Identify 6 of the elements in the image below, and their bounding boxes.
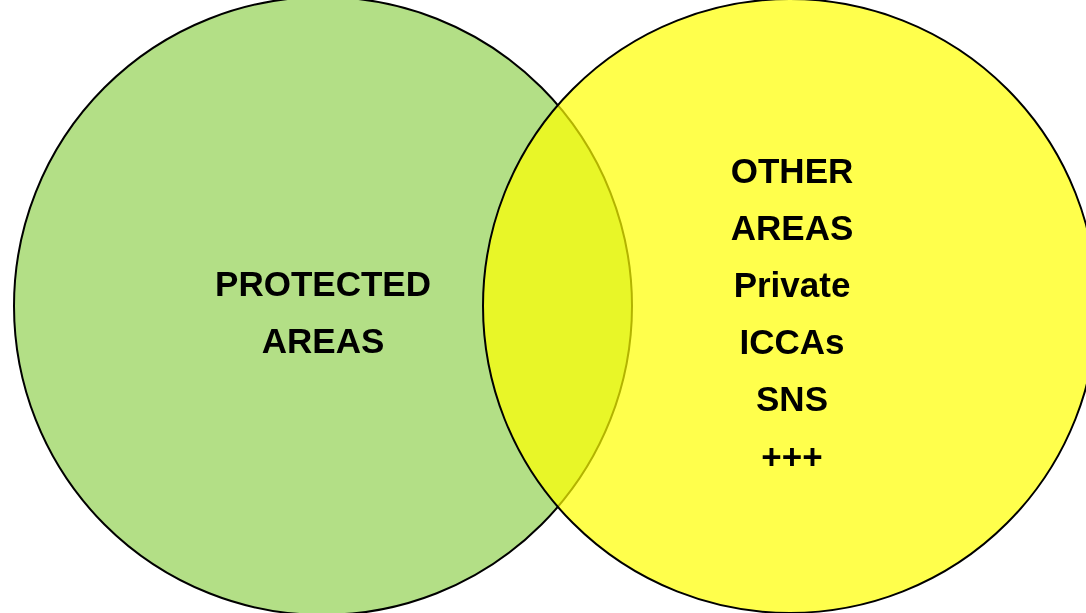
- circle-label: OTHER AREAS: [729, 150, 855, 249]
- circle-label: SNS: [755, 378, 829, 420]
- circle-label: PROTECTED AREAS: [214, 263, 432, 362]
- circle-label: +++: [760, 436, 824, 478]
- circle-label: Private: [732, 264, 852, 306]
- circle-label: ICCAs: [738, 321, 846, 363]
